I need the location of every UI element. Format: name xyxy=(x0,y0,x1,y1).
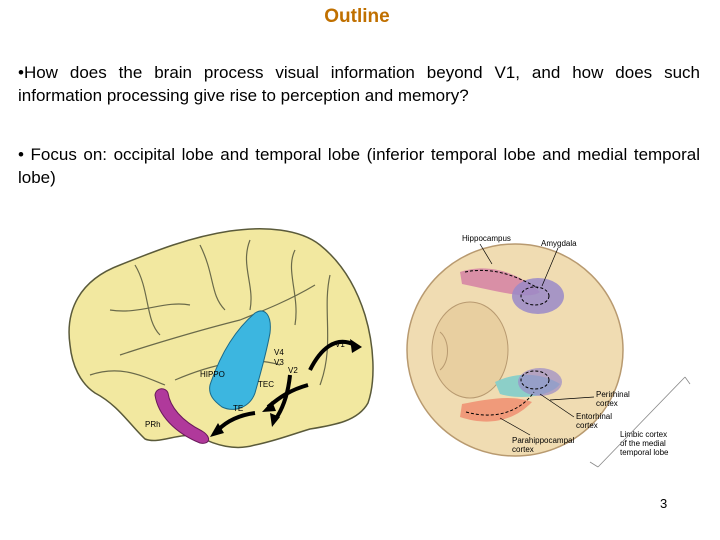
label-perirhinal-line2: cortex xyxy=(596,399,618,408)
hippocampus-region xyxy=(209,310,271,410)
label-parahippocampal-line2: cortex xyxy=(512,445,534,454)
amygdala-top xyxy=(512,278,564,314)
label-v2: V2 xyxy=(288,366,298,375)
label-parahippocampal-line1: Parahippocampal xyxy=(512,436,574,445)
label-perirhinal: Perirhinal cortex xyxy=(596,390,632,408)
label-limbic-line3: temporal lobe xyxy=(620,448,669,457)
bullet-focus: • Focus on: occipital lobe and temporal … xyxy=(18,145,700,187)
label-limbic: Limbic cortex of the medial temporal lob… xyxy=(620,430,669,457)
label-limbic-line1: Limbic cortex xyxy=(620,430,667,439)
lateral-brain-outline xyxy=(68,228,374,449)
limbic-bracket-line xyxy=(597,376,686,468)
brainstem xyxy=(431,301,509,399)
amygdala-bottom xyxy=(518,368,562,396)
label-te: TE xyxy=(233,404,243,413)
arrow-heads xyxy=(210,339,362,437)
label-entorhinal-line2: cortex xyxy=(576,421,598,430)
label-prh: PRh xyxy=(145,420,161,429)
ventral-brain-outline xyxy=(406,243,624,457)
label-entorhinal: Entorhinal cortex xyxy=(576,412,614,430)
label-amygdala: Amygdala xyxy=(541,239,577,248)
label-v3: V3 xyxy=(274,358,284,367)
label-tec: TEC xyxy=(258,380,274,389)
perirhinal-region xyxy=(154,388,209,444)
label-v4: V4 xyxy=(274,348,284,357)
label-limbic-line2: of the medial xyxy=(620,439,666,448)
bullet-question: •How does the brain process visual infor… xyxy=(18,63,700,105)
lateral-brain-figure: V1 V4 V3 V2 TEC TE HIPPO PRh xyxy=(68,228,374,449)
label-perirhinal-line1: Perirhinal xyxy=(596,390,630,399)
page-number: 3 xyxy=(660,496,668,511)
label-hippocampus: Hippocampus xyxy=(462,234,511,243)
parahippocampal-region xyxy=(460,398,532,422)
label-v1: V1 xyxy=(335,340,345,349)
label-entorhinal-line1: Entorhinal xyxy=(576,412,612,421)
label-parahippocampal: Parahippocampal cortex xyxy=(512,436,577,454)
slide-title: Outline xyxy=(324,6,390,27)
ventral-brain-figure: Hippocampus Amygdala Perirhinal cortex E… xyxy=(406,234,691,468)
label-hippo: HIPPO xyxy=(200,370,225,379)
